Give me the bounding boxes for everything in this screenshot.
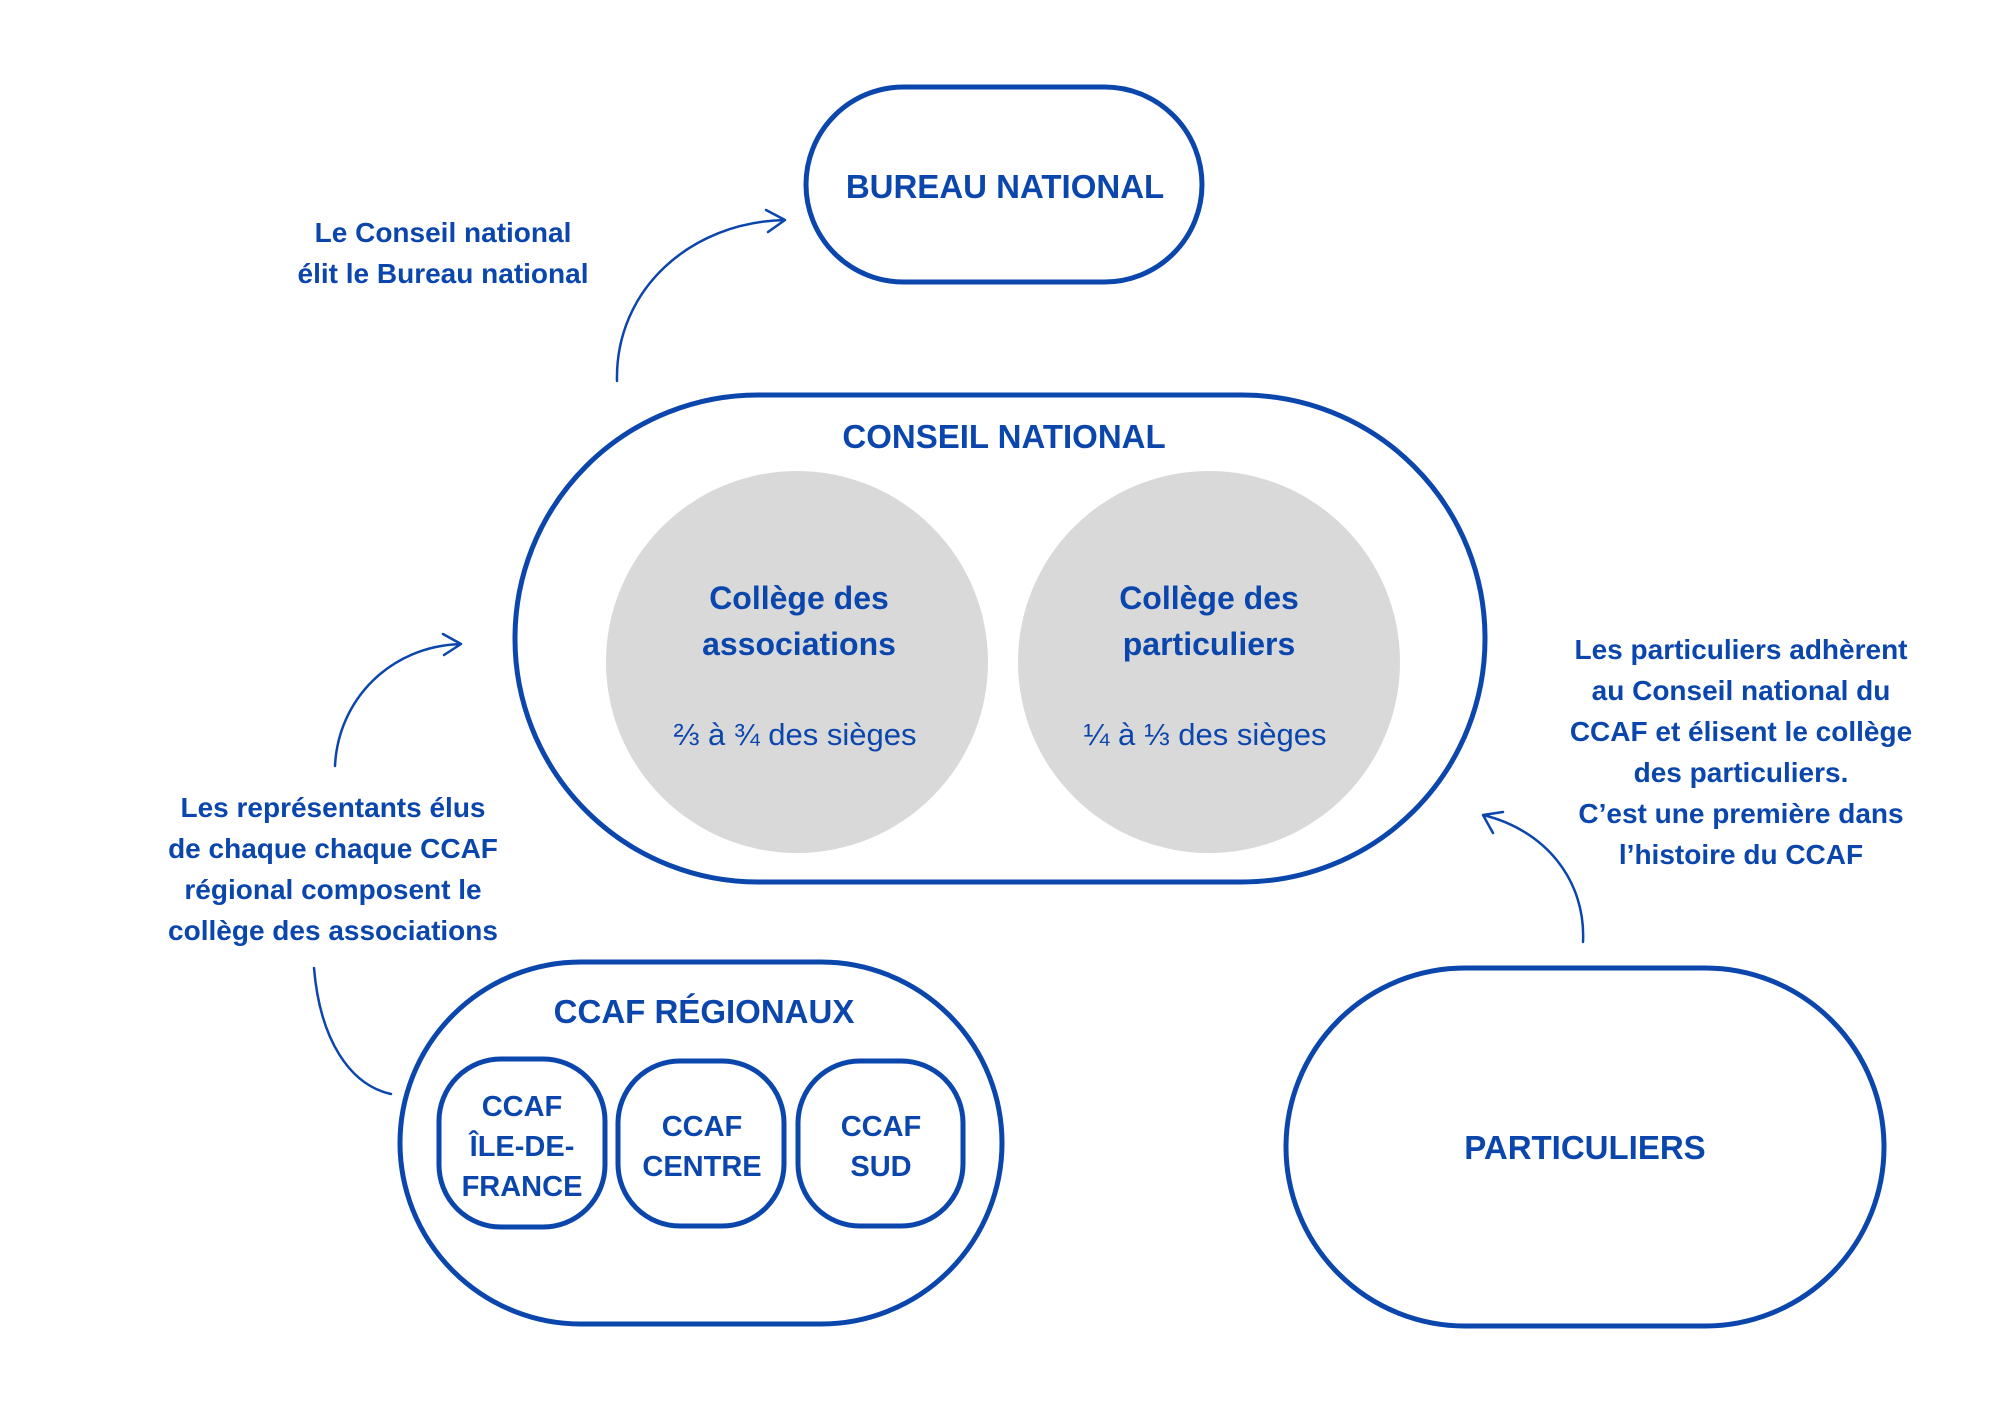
college-title-line: Collège des: [709, 580, 889, 616]
college-particuliers-circle: [1018, 471, 1400, 853]
label-line: CCAF: [481, 1091, 563, 1123]
college-particuliers-title: Collège des particuliers: [1119, 575, 1299, 667]
annotation-line: Le Conseil national: [314, 217, 572, 248]
annotation-bureau-election: Le Conseil national élit le Bureau natio…: [298, 212, 589, 294]
particuliers-title: PARTICULIERS: [1464, 1129, 1706, 1166]
ccaf-sud-label: CCAF SUD: [841, 1107, 922, 1187]
annotation-line: Les particuliers adhèrent: [1574, 634, 1908, 665]
conseil-national-box: [512, 392, 1488, 885]
arrow-regionaux-link: [312, 966, 393, 1096]
annotation-line: des particuliers.: [1633, 757, 1849, 788]
arrow-particuliers-to-conseil: [1481, 810, 1585, 944]
ccaf-regionaux-title: CCAF RÉGIONAUX: [553, 993, 855, 1030]
label-line: CENTRE: [642, 1151, 762, 1183]
annotation-line: au Conseil national du: [1591, 675, 1891, 706]
ccaf-idf-label: CCAF ÎLE-DE- FRANCE: [462, 1087, 583, 1207]
annotation-line: élit le Bureau national: [297, 258, 589, 289]
label-line: ÎLE-DE-: [469, 1131, 575, 1163]
annotation-line: collège des associations: [168, 915, 498, 946]
arrow-conseil-to-bureau: [615, 208, 787, 383]
annotation-representants: Les représentants élus de chaque chaque …: [168, 787, 498, 951]
college-title-line: Collège des: [1119, 580, 1299, 616]
label-line: CCAF: [840, 1111, 922, 1143]
particuliers-box: [1283, 965, 1887, 1329]
college-title-line: associations: [702, 626, 896, 662]
ccaf-idf-box: [436, 1056, 608, 1230]
ccaf-centre-label: CCAF CENTRE: [642, 1107, 761, 1187]
annotation-line: de chaque chaque CCAF: [168, 833, 498, 864]
annotation-line: régional composent le: [184, 874, 482, 905]
label-line: SUD: [850, 1151, 912, 1183]
college-associations-title: Collège des associations: [702, 575, 896, 667]
conseil-national-title: CONSEIL NATIONAL: [842, 418, 1166, 455]
annotation-line: C’est une première dans: [1578, 798, 1904, 829]
bureau-national-title: BUREAU NATIONAL: [845, 168, 1165, 205]
college-associations-seats: ⅔ à ¾ des sièges: [673, 717, 917, 752]
label-line: CCAF: [661, 1111, 743, 1143]
annotation-particuliers-adherent: Les particuliers adhèrent au Conseil nat…: [1570, 629, 1912, 875]
college-associations-circle: [606, 471, 988, 853]
bureau-national-box: [803, 84, 1205, 285]
ccaf-sud-box: [795, 1058, 966, 1229]
annotation-line: l’histoire du CCAF: [1618, 839, 1864, 870]
arrow-regionaux-to-conseil: [333, 632, 463, 768]
annotation-line: CCAF et élisent le collège: [1569, 716, 1913, 747]
college-particuliers-seats: ¼ à ⅓ des sièges: [1083, 717, 1327, 752]
annotation-line: Les représentants élus: [180, 792, 486, 823]
ccaf-regionaux-box: [397, 959, 1005, 1327]
college-title-line: particuliers: [1122, 626, 1296, 662]
label-line: FRANCE: [461, 1171, 583, 1203]
ccaf-centre-box: [615, 1058, 787, 1229]
